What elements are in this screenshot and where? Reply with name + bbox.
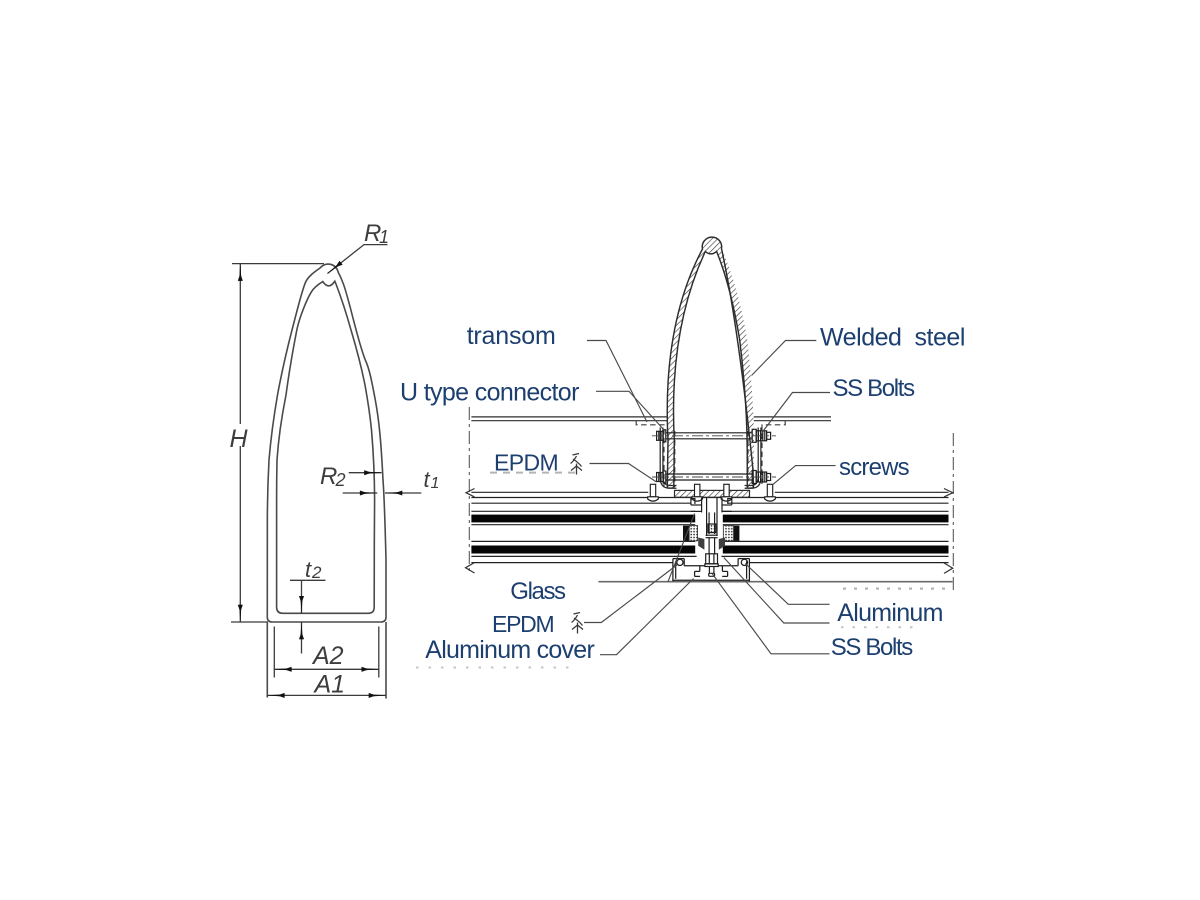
svg-text:EPDM: EPDM [492,611,554,637]
svg-text:transom: transom [467,322,556,350]
svg-text:Aluminum: Aluminum [837,599,942,627]
svg-text:H: H [230,425,249,453]
svg-text:R: R [364,220,381,247]
svg-text:EPDM: EPDM [494,450,558,476]
svg-text:A2: A2 [311,642,344,670]
svg-text:2: 2 [311,563,322,582]
svg-text:1: 1 [431,475,440,492]
svg-text:SS Bolts: SS Bolts [833,375,916,402]
svg-text:screws: screws [839,454,910,481]
svg-text:Glass: Glass [510,578,566,605]
svg-text:t: t [305,557,312,582]
svg-text:t: t [424,467,431,492]
svg-text:2: 2 [335,470,346,490]
svg-text:SS Bolts: SS Bolts [831,634,914,661]
svg-text:Aluminum cover: Aluminum cover [425,636,594,664]
svg-text:1: 1 [379,227,389,247]
svg-text:U type connector: U type connector [400,379,579,407]
svg-text:A1: A1 [313,671,346,699]
svg-text:R: R [320,463,337,490]
svg-text:Welded steel: Welded steel [820,324,965,352]
